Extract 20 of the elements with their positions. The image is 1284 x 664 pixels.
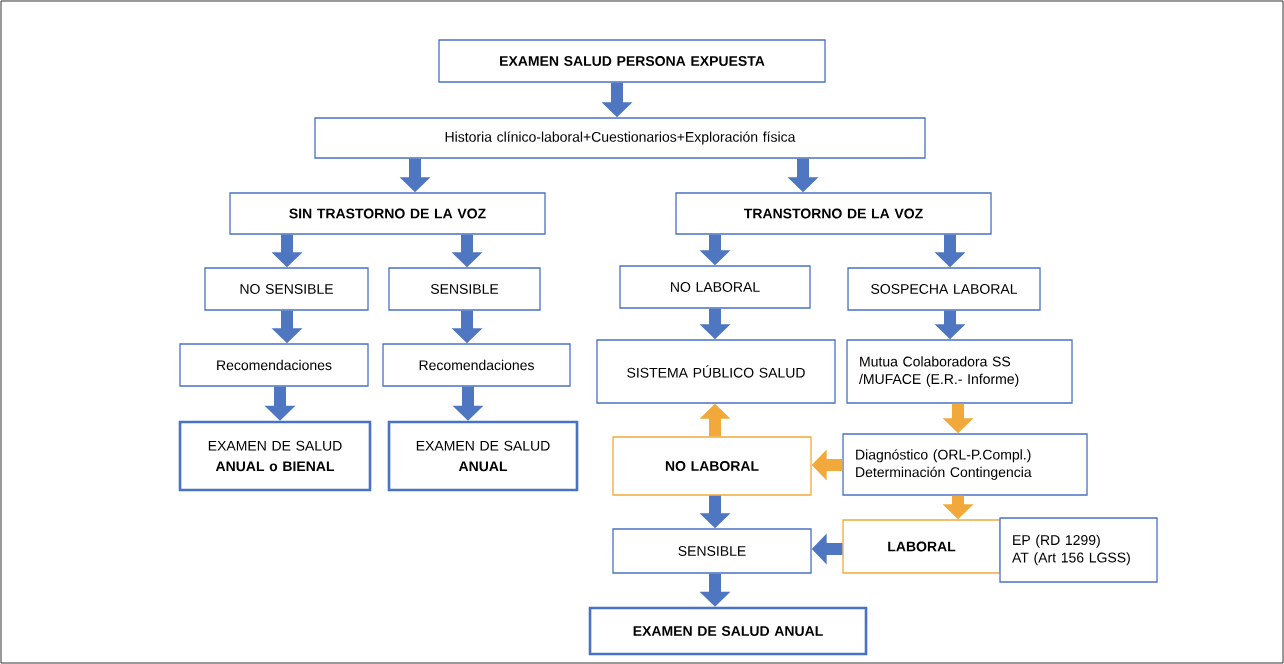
process-box: NO LABORAL (612, 436, 812, 496)
process-box: SOSPECHA LABORAL (847, 267, 1041, 311)
process-box: SIN TRASTORNO DE LA VOZ (229, 192, 546, 235)
process-box: SISTEMA PÚBLICO SALUD (596, 339, 836, 404)
note-box: EP (RD 1299) AT (Art 156 LGSS) (999, 517, 1158, 583)
process-box: NO LABORAL (619, 265, 811, 309)
result-box: EXAMEN DE SALUD ANUAL o BIENAL (178, 420, 372, 492)
process-box: NO SENSIBLE (204, 267, 369, 311)
process-box: Recomendaciones (179, 343, 369, 387)
process-box: SENSIBLE (388, 267, 541, 311)
process-box: LABORAL (842, 519, 1001, 574)
process-box: Historia clínico-laboral+Cuestionarios+Exploración física (314, 117, 926, 159)
result-box: EXAMEN DE SALUD ANUAL (387, 420, 579, 492)
process-box: TRANSTORNO DE LA VOZ (675, 192, 992, 235)
result-box: EXAMEN DE SALUD ANUAL (588, 606, 868, 656)
process-box: Recomendaciones (382, 343, 571, 387)
process-box: SENSIBLE (612, 528, 812, 574)
process-box: EXAMEN SALUD PERSONA EXPUESTA (438, 39, 826, 83)
process-box: Mutua Colaboradora SS /MUFACE (E.R.- Informe) (846, 339, 1073, 404)
process-box: Diagnóstico (ORL-P.Compl.) Determinación Contingencia (842, 433, 1088, 496)
